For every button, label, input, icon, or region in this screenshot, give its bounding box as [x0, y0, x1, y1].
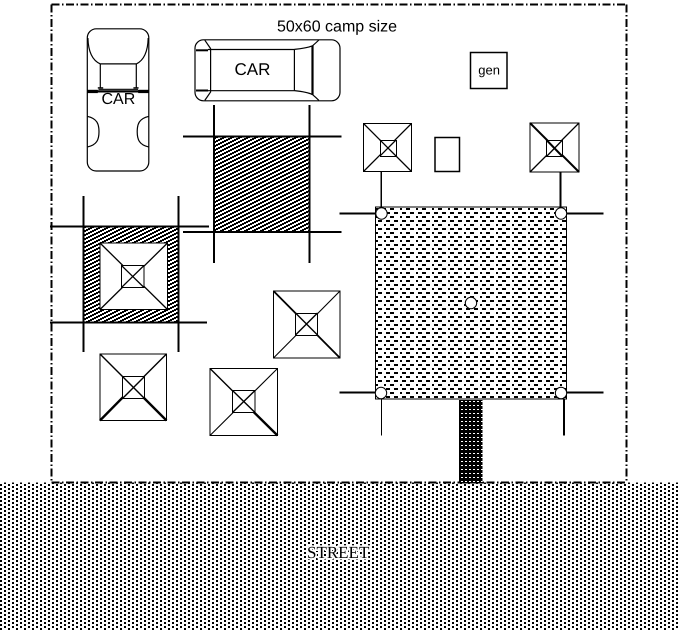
- svg-text:gen: gen: [478, 62, 500, 77]
- svg-text:CAR: CAR: [235, 60, 271, 79]
- svg-text:CAR: CAR: [102, 91, 136, 108]
- svg-text:STREET: STREET: [307, 543, 370, 562]
- svg-text:50x60 camp size: 50x60 camp size: [277, 19, 397, 36]
